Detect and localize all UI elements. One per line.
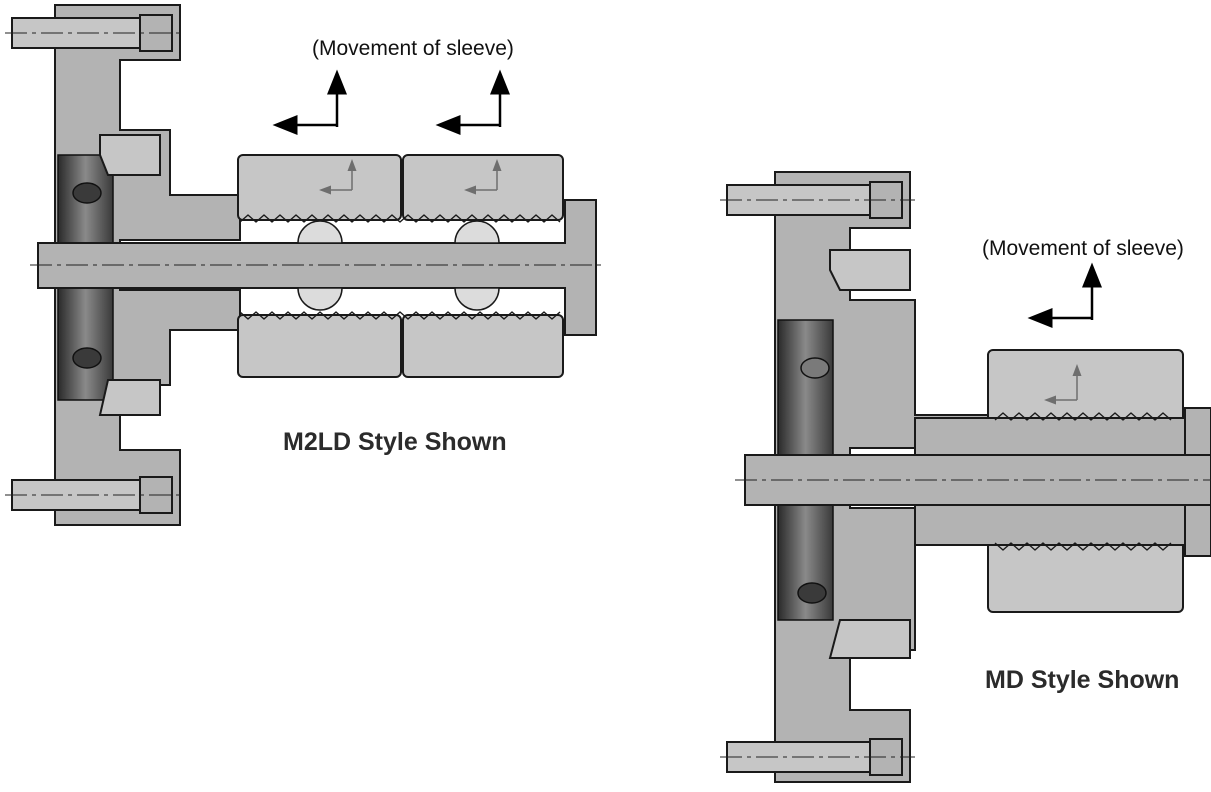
m2ld-bolt-top xyxy=(5,14,180,52)
m2ld-ball-2 xyxy=(454,220,500,244)
md-port xyxy=(797,582,827,604)
md-assembly: (Movement of sleeve) MD Style Shown xyxy=(720,171,1211,783)
m2ld-pin-bottom xyxy=(98,379,161,416)
md-bolt-bottom xyxy=(720,738,915,776)
md-style-label: MD Style Shown xyxy=(985,666,1179,694)
m2ld-thread-upper xyxy=(239,214,561,223)
md-thread-lower xyxy=(994,542,1172,551)
m2ld-sleeve-lower-1 xyxy=(237,314,402,378)
m2ld-ball-3 xyxy=(297,287,343,311)
m2ld-ball-1 xyxy=(297,220,343,244)
md-screw xyxy=(800,357,830,379)
md-movement-label: (Movement of sleeve) xyxy=(982,237,1184,260)
m2ld-port-bottom xyxy=(72,347,102,369)
m2ld-style-label: M2LD Style Shown xyxy=(283,428,507,456)
m2ld-thread-lower xyxy=(239,311,561,320)
md-body-lower xyxy=(914,504,1186,546)
md-thread-upper xyxy=(994,412,1172,421)
md-bolt-top xyxy=(720,181,915,219)
md-pin-top xyxy=(829,249,911,291)
m2ld-sleeve-lower-2 xyxy=(402,314,564,378)
md-pin-bottom xyxy=(828,619,911,659)
m2ld-movement-label: (Movement of sleeve) xyxy=(312,37,514,60)
m2ld-pin-top xyxy=(99,134,161,176)
md-body-upper xyxy=(914,417,1186,456)
m2ld-bolt-bottom xyxy=(5,476,180,514)
m2ld-sleeve-upper-2 xyxy=(402,154,564,221)
m2ld-sleeve-upper-1 xyxy=(237,154,402,221)
m2ld-shaft xyxy=(37,199,597,336)
m2ld-port-top xyxy=(72,182,102,204)
m2ld-ball-4 xyxy=(454,287,500,311)
m2ld-assembly: (Movement of sleeve) M2LD Style Shown xyxy=(5,4,605,526)
